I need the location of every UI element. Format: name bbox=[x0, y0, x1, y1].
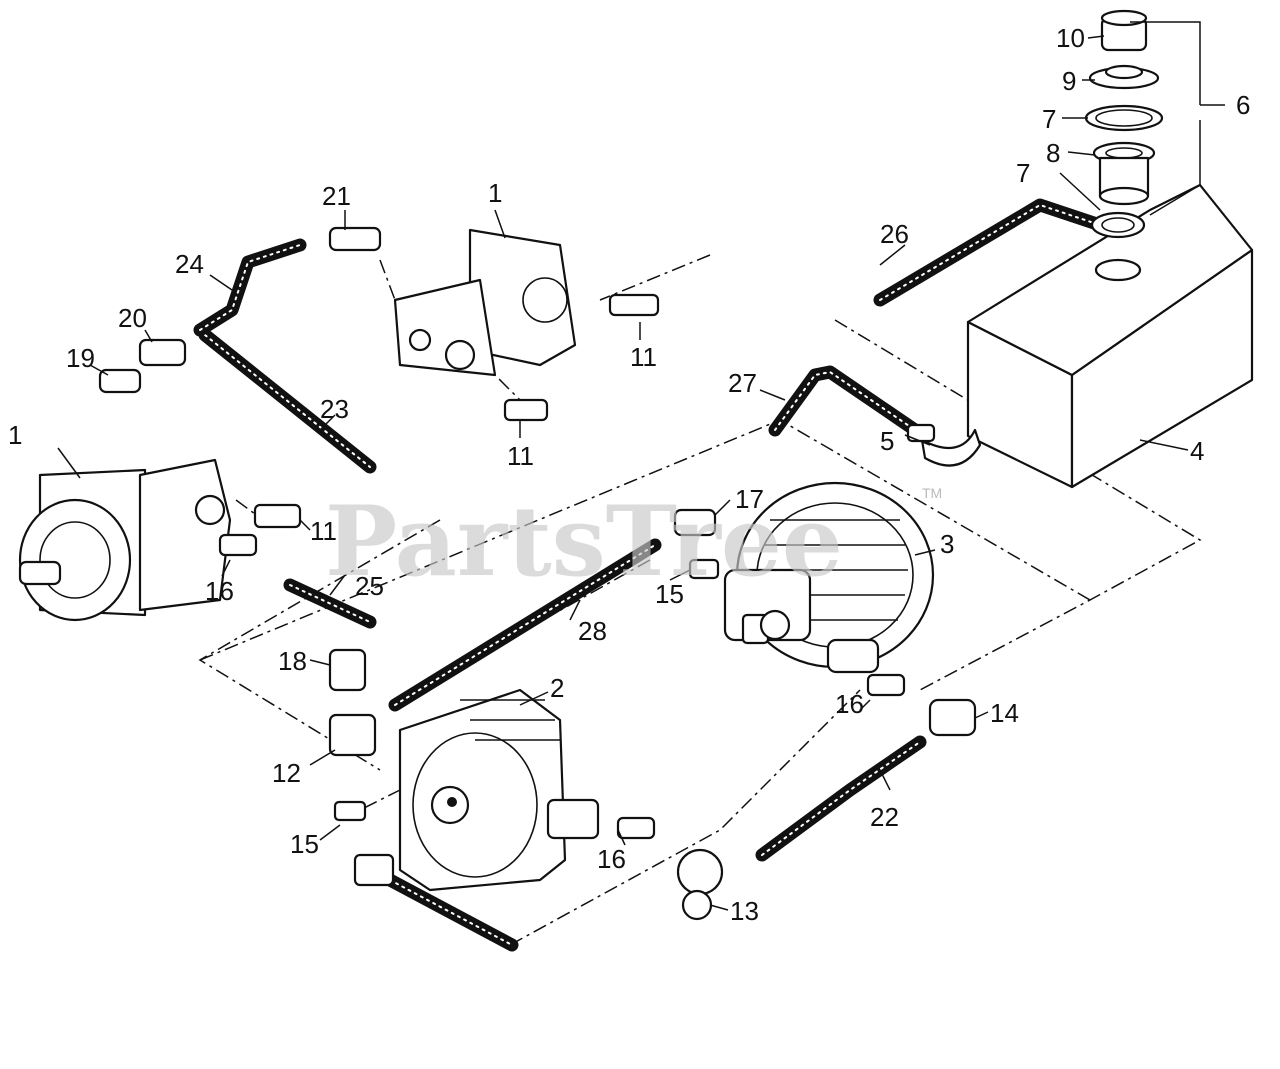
leader-lines bbox=[57, 21, 1225, 911]
callout-11-mid: 11 bbox=[507, 441, 534, 471]
callout-16-bottom: 16 bbox=[597, 844, 626, 874]
callout-11-top: 11 bbox=[630, 342, 657, 372]
fittings bbox=[98, 226, 977, 921]
callout-7-lower: 7 bbox=[1016, 158, 1030, 188]
callout-8: 8 bbox=[1046, 138, 1060, 168]
watermark: PartsTree TM bbox=[325, 485, 942, 598]
callout-1-left: 1 bbox=[8, 420, 22, 450]
callout-14: 14 bbox=[990, 698, 1019, 728]
callout-23: 23 bbox=[320, 394, 349, 424]
callout-1-top: 1 bbox=[488, 178, 502, 208]
callout-15-left: 15 bbox=[290, 829, 319, 859]
watermark-text: PartsTree bbox=[325, 485, 843, 598]
callout-24: 24 bbox=[175, 249, 204, 279]
callout-12: 12 bbox=[272, 758, 301, 788]
callout-27: 27 bbox=[728, 368, 757, 398]
filler-cap-assembly bbox=[1084, 9, 1164, 206]
hoses bbox=[193, 198, 1107, 952]
callout-11-left: 11 bbox=[310, 516, 337, 546]
callout-4: 4 bbox=[1190, 436, 1204, 466]
callout-21: 21 bbox=[322, 181, 351, 211]
watermark-trademark: TM bbox=[922, 485, 942, 501]
callout-18: 18 bbox=[278, 646, 307, 676]
motor-1-left bbox=[18, 458, 232, 622]
callout-6: 6 bbox=[1236, 90, 1250, 120]
callout-22: 22 bbox=[870, 802, 899, 832]
callout-16-right: 16 bbox=[835, 689, 864, 719]
hydraulic-tank bbox=[920, 183, 1254, 489]
callout-3: 3 bbox=[940, 529, 954, 559]
pump-3 bbox=[723, 481, 935, 674]
callout-28: 28 bbox=[578, 616, 607, 646]
callout-labels: 10 9 6 7 8 7 26 1 21 24 20 19 11 27 23 1… bbox=[8, 23, 1250, 926]
callout-19: 19 bbox=[66, 343, 95, 373]
callout-20: 20 bbox=[118, 303, 147, 333]
pump-2 bbox=[398, 688, 600, 892]
callout-13: 13 bbox=[730, 896, 759, 926]
callout-26: 26 bbox=[880, 219, 909, 249]
motor-1-top bbox=[393, 228, 577, 377]
callout-17: 17 bbox=[735, 484, 764, 514]
callout-2: 2 bbox=[550, 673, 564, 703]
callout-16-left: 16 bbox=[205, 576, 234, 606]
callout-9: 9 bbox=[1062, 66, 1076, 96]
callout-7-upper: 7 bbox=[1042, 104, 1056, 134]
callout-10: 10 bbox=[1056, 23, 1085, 53]
callout-5: 5 bbox=[880, 426, 894, 456]
callout-25: 25 bbox=[355, 571, 384, 601]
callout-15-right: 15 bbox=[655, 579, 684, 609]
